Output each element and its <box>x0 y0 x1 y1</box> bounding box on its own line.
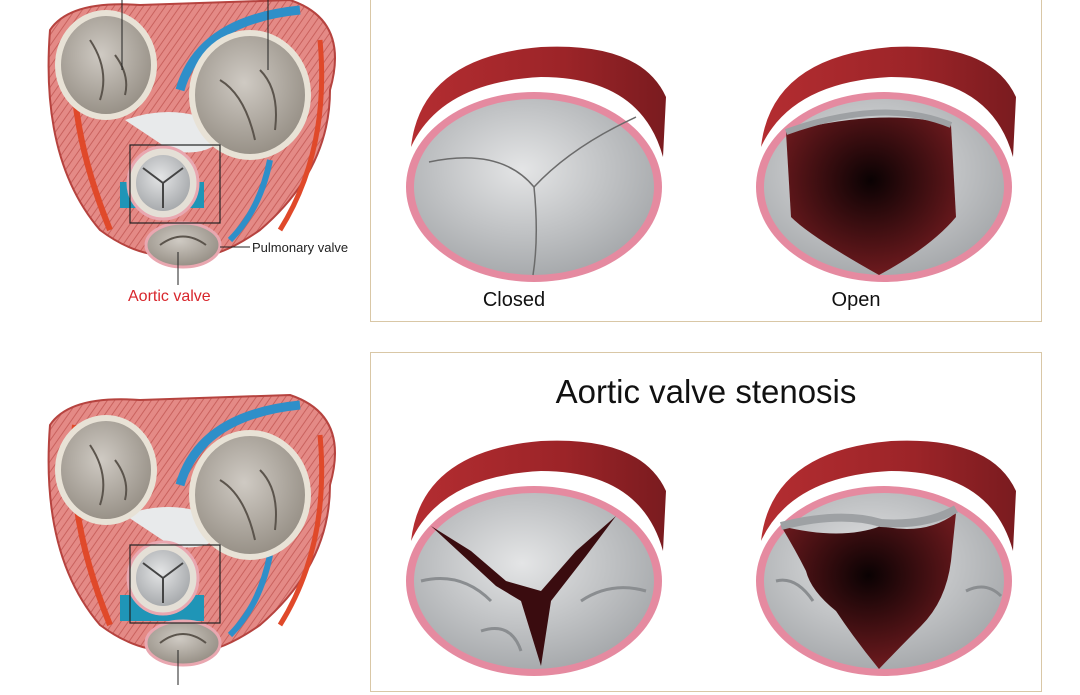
normal-valve-panel: Closed Open <box>370 0 1042 322</box>
stenosis-panel: Aortic valve stenosis <box>370 352 1042 692</box>
heart-illustration-top <box>30 0 370 320</box>
heart-illustration-bottom <box>30 393 370 685</box>
stenosis-closed-illustration <box>406 440 666 676</box>
closed-valve-illustration <box>406 46 666 282</box>
open-valve-illustration <box>756 46 1016 282</box>
open-caption: Open <box>831 289 881 311</box>
stenosis-open-illustration <box>756 440 1016 676</box>
closed-caption: Closed <box>482 289 546 311</box>
aortic-valve-label: Aortic valve <box>128 288 211 305</box>
pulmonary-valve-label: Pulmonary valve <box>252 240 349 255</box>
stenosis-title: Aortic valve stenosis <box>555 373 857 410</box>
